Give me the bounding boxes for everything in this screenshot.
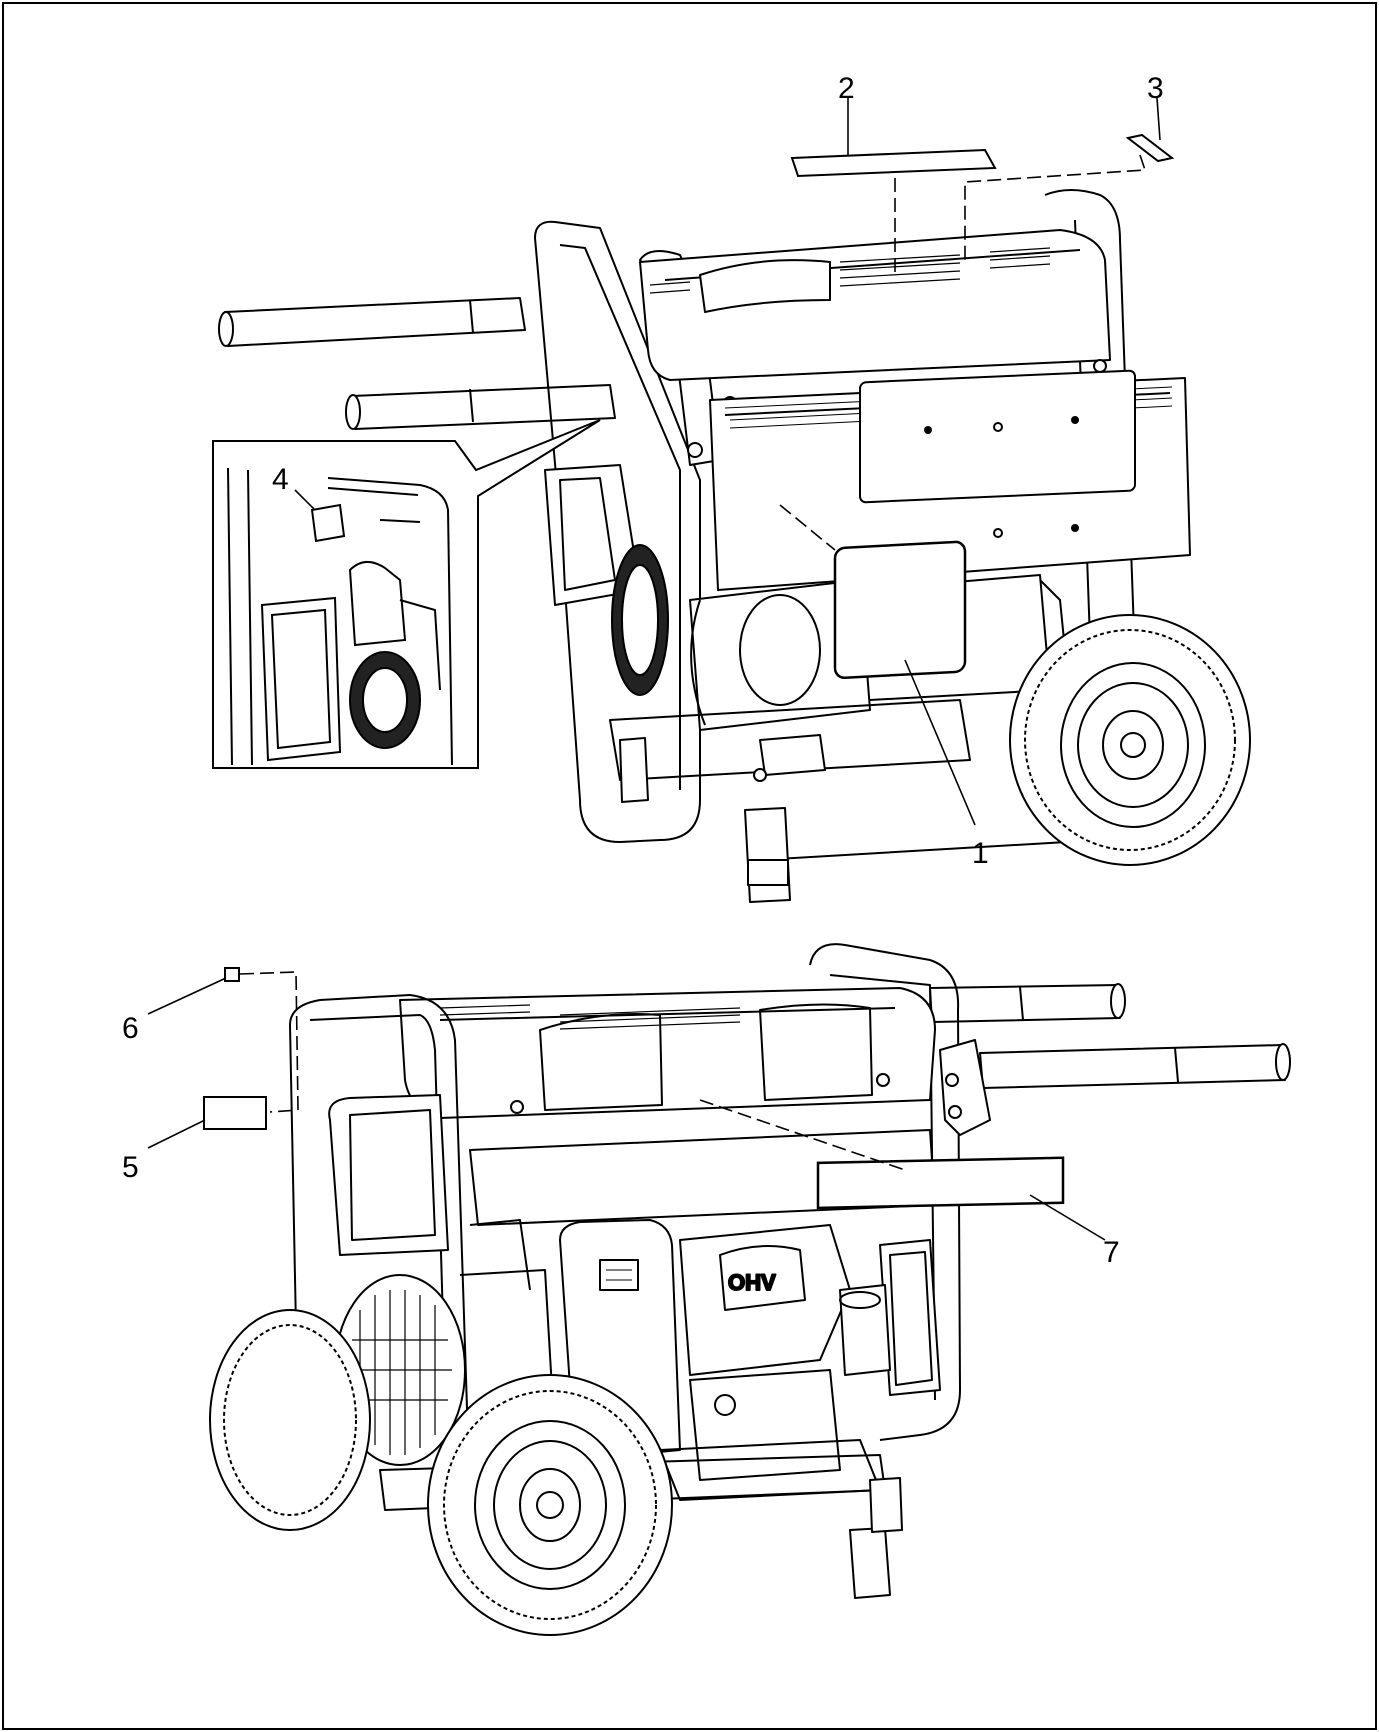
decal-4	[310, 503, 346, 543]
leader-lines-bottom	[147, 971, 1106, 1241]
decal-1	[833, 540, 967, 679]
wheel-rear-left	[209, 1309, 371, 1531]
decal-7	[816, 1156, 1065, 1210]
callout-6: 6	[122, 1012, 139, 1045]
top-cover-front	[399, 987, 936, 1119]
callout-2: 2	[838, 72, 855, 105]
handle-lower-right	[979, 1044, 1286, 1089]
callout-3: 3	[1147, 72, 1164, 105]
callout-1: 1	[972, 837, 989, 870]
generator-front-view: OHV	[209, 943, 1291, 1636]
leader-lines-top	[779, 97, 1161, 826]
handle-lower	[351, 384, 616, 430]
inset-detail	[212, 419, 601, 769]
decal-5	[203, 1096, 267, 1130]
decal-2	[790, 148, 997, 178]
decal-3	[1125, 133, 1175, 163]
decal-6	[224, 967, 240, 982]
callout-5: 5	[122, 1151, 139, 1184]
callout-7: 7	[1103, 1236, 1120, 1269]
callout-4: 4	[272, 463, 289, 496]
engine-logo: OHV	[728, 1270, 776, 1295]
generator-rear-view	[218, 189, 1251, 903]
handle-upper	[224, 297, 526, 347]
